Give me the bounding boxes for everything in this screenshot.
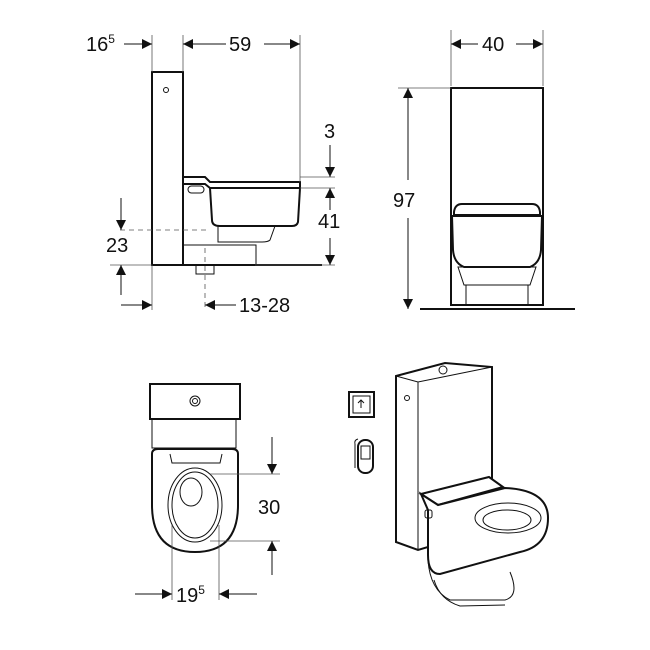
sanitary-module-side	[151, 71, 184, 266]
toilet-bowl-side	[208, 187, 302, 227]
lid-cutout	[179, 477, 203, 507]
connector-top	[151, 418, 237, 449]
module-side-button-icon	[404, 395, 410, 401]
flush-button-perspective-icon	[438, 365, 448, 375]
toilet-bowl-perspective	[418, 486, 550, 576]
dim-bowl-projection: 59	[229, 34, 251, 56]
dim-width: 40	[482, 34, 504, 56]
sanitary-module-front	[450, 87, 544, 306]
dim-opening-width: 195	[176, 583, 205, 607]
perspective-view	[348, 361, 550, 607]
dim-waste-offset: 13-28	[239, 295, 290, 317]
toilet-seat-front	[453, 203, 541, 216]
dim-opening-length: 30	[258, 497, 280, 519]
toilet-foot-front	[465, 284, 529, 306]
dim-height: 97	[393, 190, 415, 212]
seat-opening-inner	[171, 471, 219, 539]
dim-seat-height: 41	[318, 211, 340, 233]
module-button-icon	[163, 87, 169, 93]
side-control-icon	[187, 185, 205, 194]
remote-control-icon	[354, 438, 374, 474]
bowl-base-perspective	[427, 559, 515, 601]
sanitary-module-top	[149, 383, 241, 420]
dim-waste-height: 23	[106, 235, 128, 257]
top-view: 30 195	[135, 383, 280, 607]
toilet-bowl-front	[450, 215, 544, 268]
seat-hinge-top	[169, 453, 223, 464]
toilet-base-side	[182, 244, 257, 266]
toilet-seat-top	[151, 448, 239, 554]
dim-module-depth: 165	[86, 32, 115, 56]
flush-button-top-icon	[189, 395, 201, 407]
side-view: 165 59 3 41 23 13-28	[86, 32, 340, 317]
side-control-perspective-icon	[424, 509, 433, 519]
dim-seat-thickness: 3	[324, 121, 335, 143]
bowl-opening-perspective	[474, 502, 542, 534]
wall-control-panel-icon	[348, 391, 375, 418]
bowl-lower-side	[217, 225, 276, 243]
seat-opening	[167, 467, 223, 543]
bowl-base-front	[457, 266, 537, 286]
front-view: 40 97	[393, 30, 575, 310]
